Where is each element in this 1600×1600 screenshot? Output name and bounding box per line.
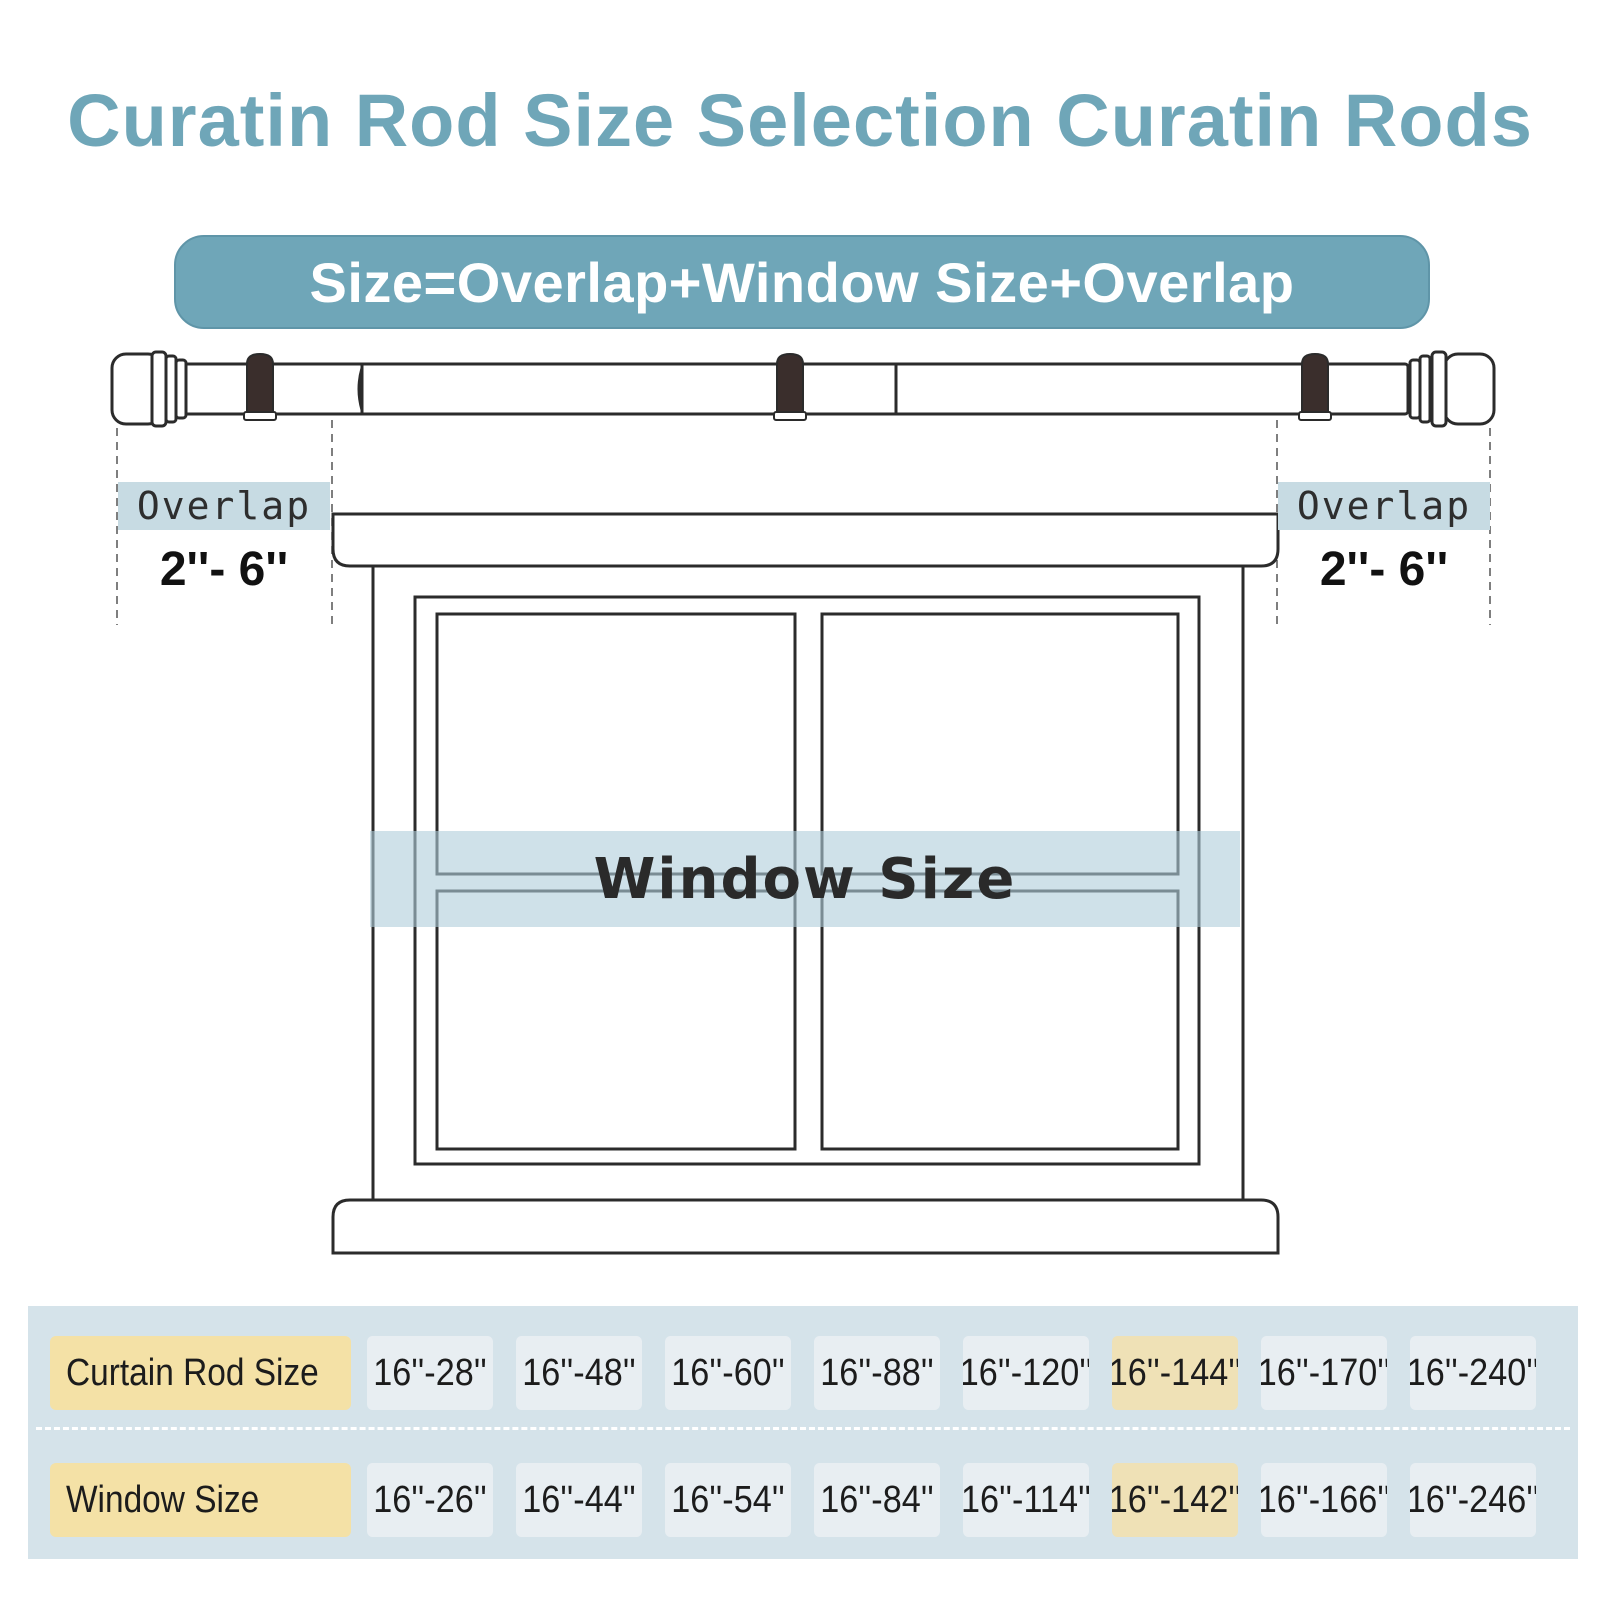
window-size-cell: 16''-44'': [516, 1463, 642, 1537]
window-pane-bottom-left: [435, 889, 797, 1151]
rod-size-cell: 16''-240'': [1410, 1336, 1536, 1410]
size-table: Curtain Rod Size 16''-28'' 16''-48'' 16'…: [28, 1306, 1578, 1559]
window-size-row: Window Size 16''-26'' 16''-44'' 16''-54'…: [50, 1463, 1543, 1537]
overlap-range-right: 2''- 6'': [1319, 543, 1449, 596]
right-finial: [1408, 350, 1496, 428]
window-pane-bottom-right: [820, 889, 1180, 1151]
window-sill: [331, 1198, 1280, 1255]
window-size-label: Window Size: [370, 831, 1240, 927]
window-size-cell: 16''-114'': [963, 1463, 1089, 1537]
rod-size-header: Curtain Rod Size: [50, 1336, 351, 1410]
window-pane-top-right: [820, 612, 1180, 876]
left-bracket: [246, 352, 274, 415]
window-size-cell: 16''-84'': [814, 1463, 940, 1537]
formula-banner: Size=Overlap+Window Size+Overlap: [174, 235, 1430, 329]
overlap-label-right: Overlap: [1278, 482, 1490, 530]
center-bracket: [776, 352, 804, 415]
overlap-label-left: Overlap: [118, 482, 330, 530]
rod-size-row: Curtain Rod Size 16''-28'' 16''-48'' 16'…: [50, 1336, 1543, 1410]
left-finial: [110, 350, 188, 428]
rod-size-cell: 16''-120'': [963, 1336, 1089, 1410]
page-title: Curatin Rod Size Selection Curatin Rods: [67, 79, 1533, 162]
rod-size-cell: 16''-48'': [516, 1336, 642, 1410]
window-size-cell: 16''-166'': [1261, 1463, 1387, 1537]
window-size-cell: 16''-246'': [1410, 1463, 1536, 1537]
rod-size-cell: 16''-170'': [1261, 1336, 1387, 1410]
rod-size-cell-highlighted: 16''-144'': [1112, 1336, 1238, 1410]
window-top-molding: [331, 512, 1280, 568]
window-size-header: Window Size: [50, 1463, 351, 1537]
rod-size-cell: 16''-60'': [665, 1336, 791, 1410]
rod-size-cell: 16''-28'': [367, 1336, 493, 1410]
rod-size-cell: 16''-88'': [814, 1336, 940, 1410]
window-size-cell: 16''-26'': [367, 1463, 493, 1537]
overlap-range-left: 2''- 6'': [159, 543, 289, 596]
window-size-cell: 16''-54'': [665, 1463, 791, 1537]
window-pane-top-left: [435, 612, 797, 876]
row-divider: [36, 1427, 1570, 1430]
window-size-cell-highlighted: 16''-142'': [1112, 1463, 1238, 1537]
right-bracket: [1301, 352, 1329, 415]
